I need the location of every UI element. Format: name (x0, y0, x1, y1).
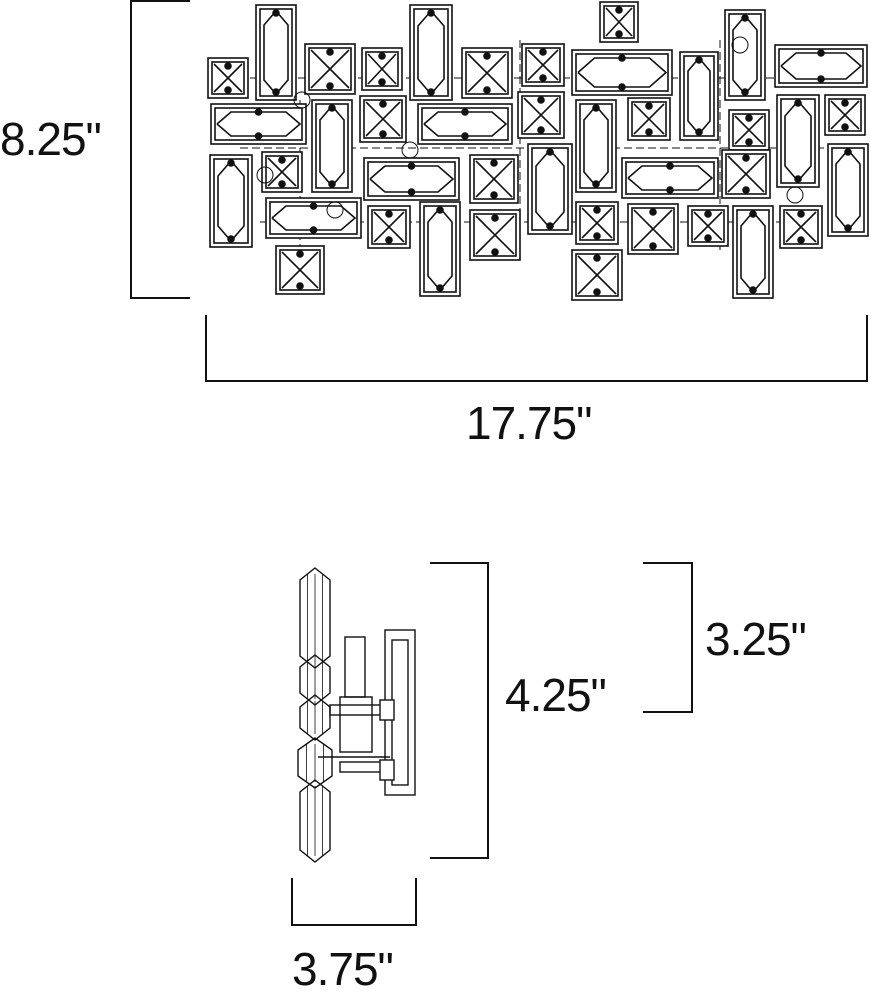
rectangular-crystal (210, 103, 307, 145)
square-crystal (687, 205, 729, 247)
rectangular-crystal (774, 44, 868, 88)
rectangular-crystal (363, 157, 460, 201)
backplate-dimension-bracket (643, 562, 693, 713)
square-crystal (571, 249, 623, 301)
square-crystal (824, 94, 866, 136)
height-label: 8.25" (0, 113, 102, 165)
rectangular-crystal (419, 201, 461, 297)
rectangular-crystal (255, 4, 297, 101)
square-crystal (517, 91, 565, 139)
square-crystal (721, 149, 771, 199)
side-crystal (299, 779, 331, 863)
rectangular-crystal (575, 99, 617, 193)
backplate (379, 629, 416, 796)
height-dimension-bracket (130, 0, 190, 299)
rectangular-crystal (311, 99, 353, 193)
side-crystal (299, 654, 331, 706)
side-crystal (299, 694, 331, 741)
square-crystal (627, 203, 679, 255)
front-view-fixture (207, 1, 869, 301)
side-view-fixture (297, 567, 416, 863)
width-label: 17.75" (466, 397, 592, 449)
square-crystal (469, 154, 519, 204)
rectangular-crystal (209, 154, 253, 248)
square-crystal (575, 201, 619, 245)
square-crystal (469, 209, 521, 261)
square-crystal (627, 97, 671, 141)
square-crystal (361, 47, 403, 91)
rectangular-crystal (732, 205, 774, 299)
depth-label: 3.75" (292, 943, 394, 995)
square-crystal (304, 43, 356, 95)
square-crystal (779, 205, 823, 249)
backplate-height-label: 3.25" (705, 613, 807, 665)
rectangular-crystal (417, 103, 513, 145)
square-crystal (521, 43, 565, 87)
side-height-dimension-bracket (430, 562, 489, 859)
rectangular-crystal (776, 94, 820, 188)
square-crystal (261, 151, 303, 193)
width-dimension-bracket (205, 315, 868, 382)
rectangular-crystal (724, 9, 766, 101)
square-crystal (599, 1, 639, 43)
square-crystal (207, 57, 249, 99)
side-height-label: 4.25" (505, 669, 607, 721)
square-crystal (275, 245, 325, 295)
rectangular-crystal (621, 157, 719, 199)
side-crystal (299, 567, 331, 669)
rectangular-crystal (409, 4, 453, 101)
square-crystal (359, 95, 407, 143)
rectangular-crystal (827, 143, 869, 237)
square-crystal (367, 205, 411, 249)
depth-dimension-bracket (291, 878, 417, 926)
square-crystal (461, 47, 513, 99)
rectangular-crystal (265, 197, 362, 239)
rectangular-crystal (679, 51, 719, 141)
square-crystal (728, 109, 770, 151)
rectangular-crystal (571, 49, 673, 96)
rectangular-crystal (527, 143, 573, 235)
